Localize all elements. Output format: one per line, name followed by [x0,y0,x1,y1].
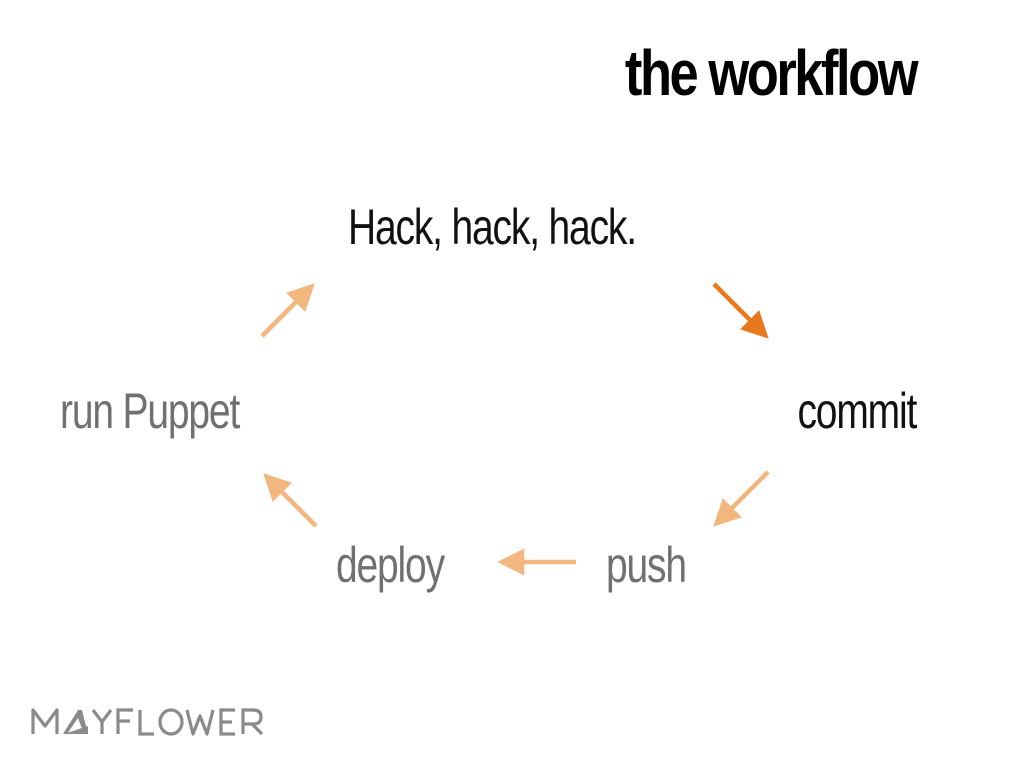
slide-title: the workflow [624,37,919,109]
mayflower-logo [30,700,290,744]
step-run-puppet: run Puppet [60,383,240,439]
arrow-commit-to-push [713,470,770,527]
step-hack: Hack, hack, hack. [348,199,637,255]
step-deploy: deploy [336,537,445,593]
arrow-hack-to-commit [712,282,769,339]
mayflower-logo-mark [31,708,264,736]
arrow-deploy-to-puppet [263,473,318,528]
step-commit: commit [797,383,917,439]
step-push: push [606,537,687,593]
arrow-puppet-to-hack [260,283,315,338]
